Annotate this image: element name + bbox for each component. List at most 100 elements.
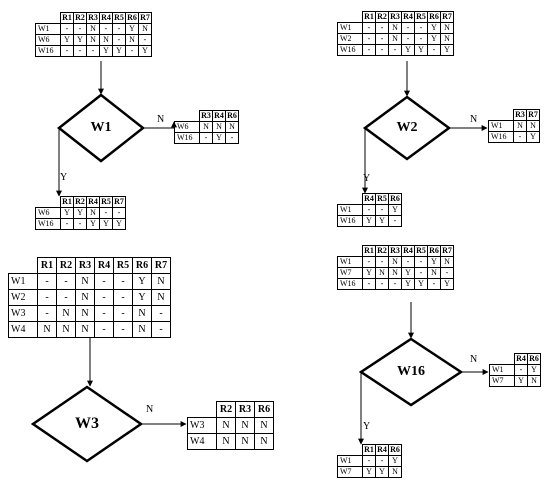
row-label: W1 xyxy=(489,364,515,376)
table-cell: N xyxy=(225,121,239,133)
table-cell: N xyxy=(216,417,236,434)
table-cell: - xyxy=(113,289,133,306)
column-header: R6 xyxy=(427,245,441,257)
column-header: R4 xyxy=(362,193,376,205)
table-cell: N xyxy=(440,33,454,45)
table-cell: - xyxy=(362,455,376,467)
column-header: R7 xyxy=(151,257,171,274)
table-cell: - xyxy=(427,44,441,56)
table-cell: N xyxy=(212,121,226,133)
decision-label-w3: W3 xyxy=(75,415,99,432)
column-header: R7 xyxy=(138,12,152,24)
row-label: W16 xyxy=(337,278,363,290)
table-cell: N xyxy=(235,433,255,450)
table-cell: - xyxy=(99,23,113,35)
table-cell: Y xyxy=(401,267,415,279)
table-cell: - xyxy=(401,256,415,268)
row-label: W1 xyxy=(8,273,38,290)
table-corner-cell xyxy=(337,245,363,257)
column-header: R7 xyxy=(112,196,126,208)
row-label: W1 xyxy=(337,22,363,34)
column-header: R5 xyxy=(414,245,428,257)
table-cell: - xyxy=(99,207,113,219)
table-cell: - xyxy=(56,289,76,306)
table-cell: N xyxy=(99,34,113,46)
table-cell: - xyxy=(362,22,376,34)
column-header: R2 xyxy=(375,245,389,257)
table-cell: - xyxy=(375,33,389,45)
table-corner-cell xyxy=(187,401,217,418)
column-header: R4 xyxy=(99,12,113,24)
table-cell: N xyxy=(388,466,402,478)
table-cell: - xyxy=(388,44,402,56)
table-cell: Y xyxy=(132,289,152,306)
column-header: R1 xyxy=(362,245,376,257)
table-cell: N xyxy=(513,120,527,132)
table-cell: - xyxy=(362,33,376,45)
yes-branch-label: Y xyxy=(60,172,68,183)
table-cell: - xyxy=(362,256,376,268)
table-cell: N xyxy=(86,23,100,35)
table-cell: Y xyxy=(132,273,152,290)
table-cell: Y xyxy=(375,466,389,478)
column-header: R7 xyxy=(440,11,454,23)
column-header: R1 xyxy=(60,12,74,24)
table-cell: N xyxy=(132,321,152,338)
table-cell: - xyxy=(225,132,239,144)
table-cell: - xyxy=(37,273,57,290)
table-cell: - xyxy=(388,215,402,227)
table-cell: N xyxy=(75,305,95,322)
column-header: R1 xyxy=(362,444,376,456)
row-label: W2 xyxy=(8,289,38,306)
table-row: W16-Y xyxy=(488,131,540,143)
row-label: W3 xyxy=(8,305,38,322)
column-header: R6 xyxy=(388,444,402,456)
table-row: W1--Y xyxy=(337,455,402,467)
table-cell: N xyxy=(56,305,76,322)
row-label: W6 xyxy=(35,207,61,219)
table-cell: Y xyxy=(138,45,152,57)
no-branch-label: N xyxy=(146,404,154,415)
table-cell: - xyxy=(427,278,441,290)
column-header: R1 xyxy=(37,257,57,274)
table-row: W1--Y xyxy=(337,204,402,216)
table-cell: N xyxy=(56,321,76,338)
table-cell: - xyxy=(37,305,57,322)
table-cell: Y xyxy=(401,44,415,56)
table-cell: - xyxy=(362,44,376,56)
column-header: R6 xyxy=(527,353,541,365)
column-header: R4 xyxy=(514,353,528,365)
column-header: R2 xyxy=(375,11,389,23)
table-corner-cell xyxy=(174,110,200,122)
column-header: R3 xyxy=(199,110,213,122)
no-branch-label: N xyxy=(470,354,478,365)
table-cell: N xyxy=(254,417,274,434)
row-label: W4 xyxy=(187,433,217,450)
row-label: W16 xyxy=(337,44,363,56)
row-label: W16 xyxy=(35,45,61,57)
row-label: W4 xyxy=(8,321,38,338)
table-cell: - xyxy=(151,321,171,338)
table-corner-cell xyxy=(337,11,363,23)
